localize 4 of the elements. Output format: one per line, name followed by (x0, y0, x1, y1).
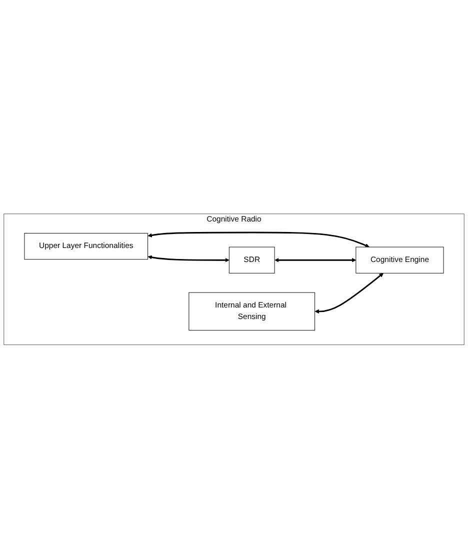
arrow (274, 258, 356, 262)
arrow (148, 232, 370, 248)
arrow (314, 273, 384, 314)
arrow (148, 255, 230, 262)
